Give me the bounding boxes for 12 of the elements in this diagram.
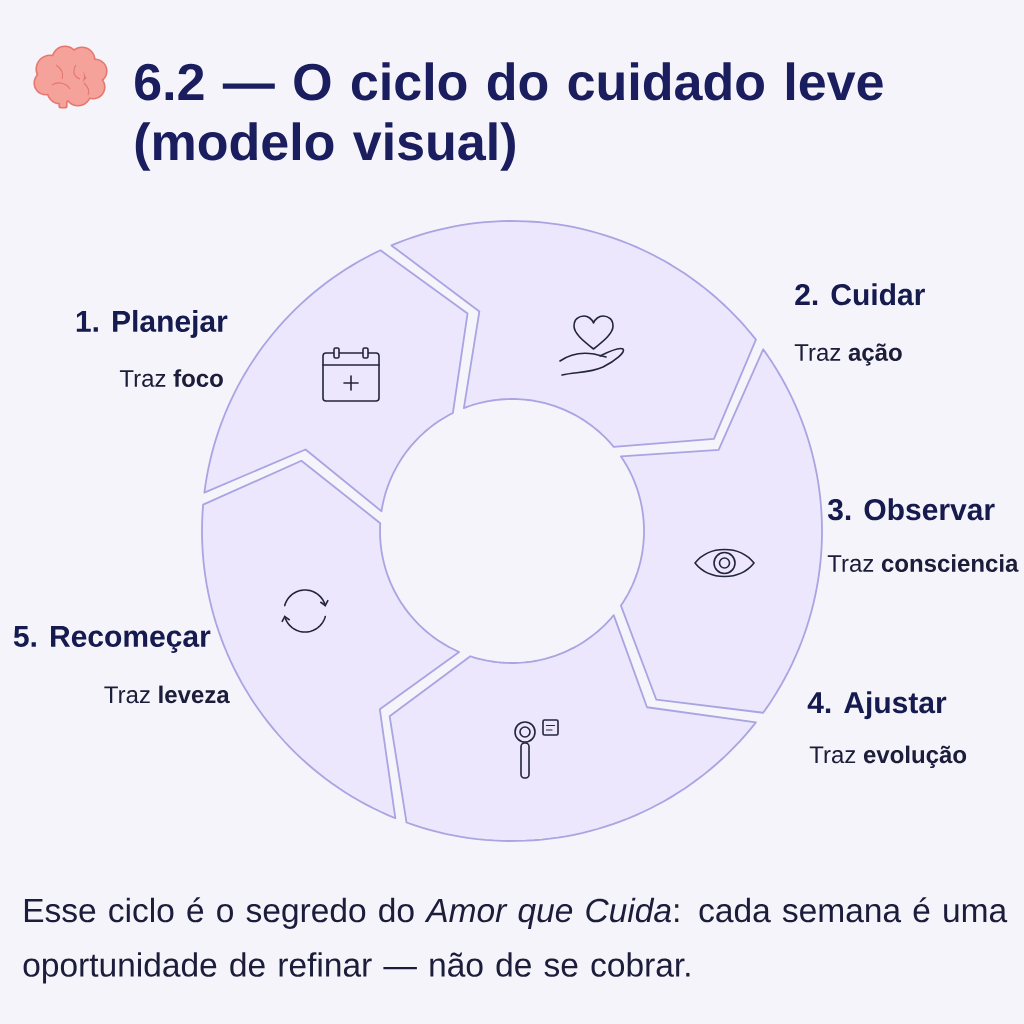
step-description: Traz ação — [794, 343, 902, 366]
step-description: Traz consciencia — [827, 554, 1019, 572]
step-heading: 3. Observar — [827, 498, 995, 521]
step-heading: 1. Planejar — [76, 309, 228, 338]
caption: Esse ciclo é o segredo do Amor que Cuida: cada semana é uma oportunidade de refinar — não de se cobrar. — [23, 897, 1008, 984]
title: 6.2 — O ciclo do cuidado leve (modelo visual) — [135, 62, 883, 171]
step-heading: 2. Cuidar — [795, 283, 925, 306]
step-description: Traz foco — [119, 369, 223, 387]
step-description: Traz leveza — [104, 685, 230, 704]
step-description: Traz evolução — [809, 745, 967, 768]
step-heading: 4. Ajustar — [807, 691, 947, 720]
step-heading: 5. Recomeçar — [13, 626, 211, 653]
